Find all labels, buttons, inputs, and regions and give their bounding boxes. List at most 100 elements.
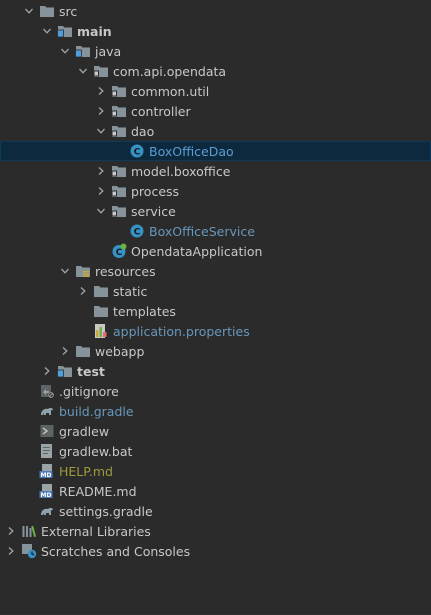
tree-row-external-libraries[interactable]: External Libraries: [0, 521, 431, 541]
chevron-down-icon[interactable]: [40, 21, 54, 41]
tree-item-label: BoxOfficeService: [149, 223, 255, 239]
tree-row-scratches-and-consoles[interactable]: Scratches and Consoles: [0, 541, 431, 561]
tree-row-common-util[interactable]: common.util: [0, 81, 431, 101]
svg-text:MD: MD: [41, 492, 52, 499]
chevron-down-icon[interactable]: [58, 261, 72, 281]
chevron-right-icon[interactable]: [4, 541, 18, 561]
tree-row-boxofficedao[interactable]: C BoxOfficeDao: [0, 141, 431, 161]
chevron-right-icon[interactable]: [94, 161, 108, 181]
chevron-right-icon[interactable]: [94, 181, 108, 201]
folder-icon: [93, 303, 109, 319]
svg-text:C: C: [116, 248, 123, 258]
text-file-icon: [39, 443, 55, 459]
tree-item-label: src: [59, 3, 78, 19]
spring-boot-class-icon: C: [111, 243, 127, 259]
tree-row-test[interactable]: test: [0, 361, 431, 381]
tree-item-label: Scratches and Consoles: [41, 543, 191, 559]
tree-row-service[interactable]: service: [0, 201, 431, 221]
java-source-folder-icon: [75, 43, 91, 59]
tree-row-gitignore[interactable]: .gitignore: [0, 381, 431, 401]
gradle-icon: [39, 503, 55, 519]
tree-row-gradlew-bat[interactable]: gradlew.bat: [0, 441, 431, 461]
markdown-file-icon: MD: [39, 483, 55, 499]
tree-item-label: gradlew: [59, 423, 110, 439]
tree-row-main[interactable]: main: [0, 21, 431, 41]
tree-item-label: OpendataApplication: [131, 243, 263, 259]
tree-row-process[interactable]: process: [0, 181, 431, 201]
package-icon: [111, 123, 127, 139]
markdown-file-icon: MD: [39, 463, 55, 479]
tree-row-boxofficeservice[interactable]: C BoxOfficeService: [0, 221, 431, 241]
package-icon: [111, 163, 127, 179]
tree-item-label: gradlew.bat: [59, 443, 133, 459]
source-folder-icon: [57, 23, 73, 39]
tree-item-label: service: [131, 203, 176, 219]
chevron-down-icon[interactable]: [94, 201, 108, 221]
tree-item-label: External Libraries: [41, 523, 151, 539]
svg-text:C: C: [134, 228, 141, 238]
package-icon: [111, 83, 127, 99]
tree-row-dao[interactable]: dao: [0, 121, 431, 141]
tree-item-label: process: [131, 183, 180, 199]
tree-row-build-gradle[interactable]: build.gradle: [0, 401, 431, 421]
properties-file-icon: [93, 323, 109, 339]
tree-row-settings-gradle[interactable]: settings.gradle: [0, 501, 431, 521]
tree-row-static[interactable]: static: [0, 281, 431, 301]
tree-row-java[interactable]: java: [0, 41, 431, 61]
chevron-down-icon[interactable]: [94, 121, 108, 141]
chevron-right-icon[interactable]: [4, 521, 18, 541]
chevron-down-icon[interactable]: [22, 1, 36, 21]
gradle-icon: [39, 403, 55, 419]
chevron-down-icon[interactable]: [76, 61, 90, 81]
tree-item-label: README.md: [59, 483, 137, 499]
tree-row-application-properties[interactable]: application.properties: [0, 321, 431, 341]
libraries-icon: [21, 523, 37, 539]
tree-row-controller[interactable]: controller: [0, 101, 431, 121]
tree-item-label: templates: [113, 303, 176, 319]
chevron-right-icon[interactable]: [94, 81, 108, 101]
resources-folder-icon: [75, 263, 91, 279]
chevron-down-icon[interactable]: [58, 41, 72, 61]
package-icon: [111, 103, 127, 119]
source-folder-icon: [57, 363, 73, 379]
folder-icon: [75, 343, 91, 359]
chevron-right-icon[interactable]: [76, 281, 90, 301]
tree-item-label: resources: [95, 263, 156, 279]
tree-item-label: BoxOfficeDao: [149, 143, 234, 159]
tree-item-label: settings.gradle: [59, 503, 153, 519]
tree-row-templates[interactable]: templates: [0, 301, 431, 321]
shell-script-icon: [39, 423, 55, 439]
tree-item-label: java: [95, 43, 122, 59]
tree-row-com-api-opendata[interactable]: com.api.opendata: [0, 61, 431, 81]
tree-item-label: controller: [131, 103, 191, 119]
tree-row-gradlew[interactable]: gradlew: [0, 421, 431, 441]
package-icon: [111, 203, 127, 219]
tree-item-label: .gitignore: [59, 383, 119, 399]
tree-item-label: HELP.md: [59, 463, 113, 479]
tree-item-label: test: [77, 363, 105, 379]
tree-row-src[interactable]: src: [0, 1, 431, 21]
tree-item-label: webapp: [95, 343, 145, 359]
gitignore-file-icon: [39, 383, 55, 399]
tree-item-label: com.api.opendata: [113, 63, 227, 79]
folder-icon: [39, 3, 55, 19]
class-icon: C: [129, 143, 145, 159]
tree-row-readme-md[interactable]: MD README.md: [0, 481, 431, 501]
tree-row-resources[interactable]: resources: [0, 261, 431, 281]
package-icon: [111, 183, 127, 199]
tree-row-webapp[interactable]: webapp: [0, 341, 431, 361]
chevron-right-icon[interactable]: [58, 341, 72, 361]
tree-row-opendataapplication[interactable]: C OpendataApplication: [0, 241, 431, 261]
svg-text:C: C: [134, 148, 141, 158]
scratches-icon: [21, 543, 37, 559]
chevron-right-icon[interactable]: [94, 101, 108, 121]
tree-item-label: model.boxoffice: [131, 163, 231, 179]
class-icon: C: [129, 223, 145, 239]
tree-item-label: main: [77, 23, 112, 39]
chevron-right-icon[interactable]: [40, 361, 54, 381]
tree-item-label: build.gradle: [59, 403, 134, 419]
package-icon: [93, 63, 109, 79]
tree-row-model-boxoffice[interactable]: model.boxoffice: [0, 161, 431, 181]
tree-item-label: dao: [131, 123, 155, 139]
